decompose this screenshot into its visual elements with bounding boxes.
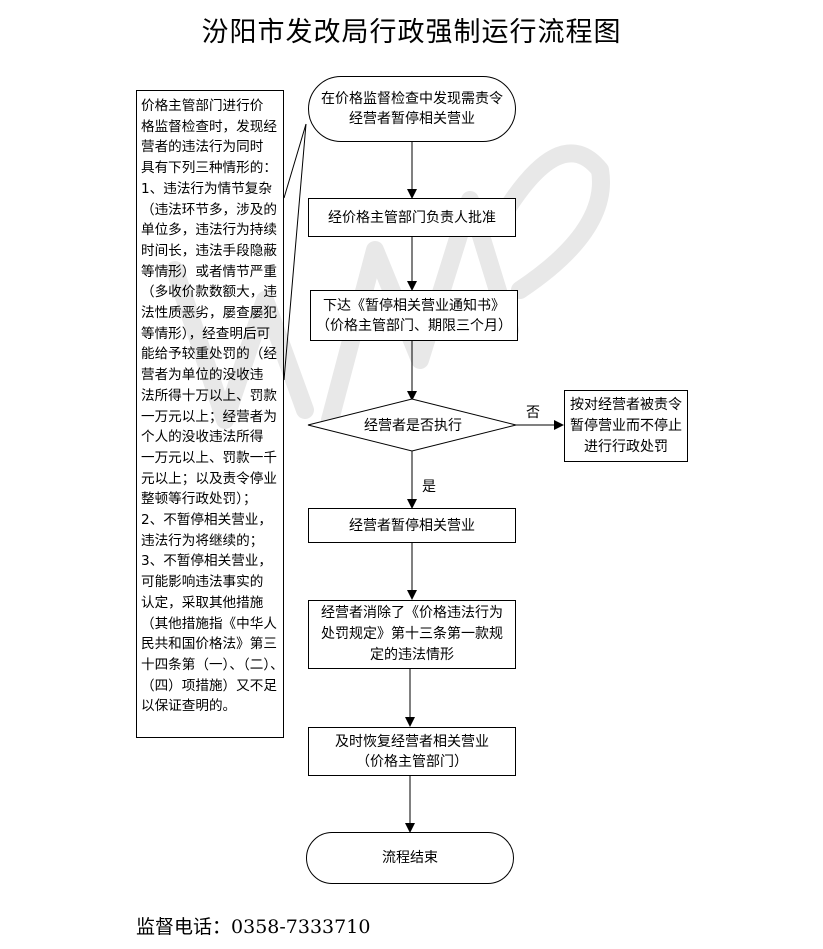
- conditions-note: 价格主管部门进行价格监督检查时，发现经营者的违法行为同时具有下列三种情形的： 1、…: [136, 90, 284, 738]
- note-line: 一万元以上；经营者为: [141, 408, 277, 425]
- page-title: 汾阳市发改局行政强制运行流程图: [201, 17, 622, 48]
- note-line: （多收价款数额大，违: [141, 284, 277, 301]
- note-line: 整顿等行政处罚）；: [141, 491, 257, 508]
- note-line: 违法行为将继续的；: [141, 532, 264, 549]
- note-line: 具有下列三种情形的：: [141, 160, 277, 177]
- note-line: 单位多，违法行为持续: [141, 222, 277, 239]
- note-line: （其他措施指《中华人: [141, 615, 277, 632]
- note-line: 等情形），经查明后可: [141, 325, 271, 342]
- note-line: 元以上；以及责令停业: [141, 470, 277, 487]
- note-line: 一万元以上、罚款一千: [141, 449, 277, 466]
- phone-label: 监督电话：: [136, 916, 232, 938]
- note-line: 十四条第（一）、（二）、: [141, 656, 284, 673]
- note-line: 可能影响违法事实的: [141, 574, 264, 591]
- decision-diamond: [307, 398, 517, 452]
- note-line: 个人的没收违法所得: [141, 429, 264, 446]
- supervision-phone: 监督电话：0358-7333710: [136, 912, 370, 939]
- note-line: （违法环节多，涉及的: [141, 201, 277, 218]
- note-line: 法性质恶劣，屡查屡犯: [141, 305, 277, 322]
- note-line: 民共和国价格法》第三: [141, 636, 277, 653]
- note-line: 营者为单位的没收违: [141, 367, 264, 384]
- note-line: 能给予较重处罚的（经: [141, 346, 277, 363]
- node-eliminate: 经营者消除了《价格违法行为 处罚规定》第十三条第一款规 定的违法情形: [308, 600, 516, 669]
- note-line: 以保证查明的。: [141, 698, 237, 715]
- note-line: 1、违法行为情节复杂: [141, 180, 272, 197]
- callout-line-upper: [283, 123, 307, 199]
- phone-number: 0358-7333710: [231, 916, 371, 938]
- note-line: 营者的违法行为同时: [141, 139, 264, 156]
- callout-connector: [283, 123, 307, 381]
- node-resume: 及时恢复经营者相关营业 （价格主管部门）: [308, 727, 516, 776]
- note-line: 格监督检查时，发现经: [141, 118, 277, 135]
- note-line: 时间长，违法手段隐蔽: [141, 242, 277, 259]
- edge-label-no: 否: [526, 405, 540, 421]
- note-line: 2、不暂停相关营业，: [141, 512, 272, 529]
- node-penalty: 按对经营者被责令 暂停营业而不停止 进行行政处罚: [564, 390, 688, 462]
- note-line: 法所得十万以上、罚款: [141, 387, 277, 404]
- node-end: 流程结束: [306, 832, 514, 884]
- note-line: 3、不暂停相关营业，: [141, 553, 272, 570]
- node-approve: 经价格主管部门负责人批准: [308, 198, 516, 237]
- note-line: （四）项措施）又不足: [141, 677, 277, 694]
- callout-line-lower: [283, 123, 307, 381]
- node-notice: 下达《暂停相关营业通知书》 （价格主管部门、期限三个月）: [310, 290, 518, 341]
- node-decision-label: 经营者是否执行: [364, 418, 462, 434]
- note-line: 等情形）或者情节严重: [141, 263, 277, 280]
- note-line: 价格主管部门进行价: [141, 98, 264, 114]
- node-start: 在价格监督检查中发现需责令 经营者暂停相关营业: [308, 76, 516, 142]
- note-line: 认定，采取其他措施: [141, 594, 264, 611]
- node-suspend: 经营者暂停相关营业: [308, 508, 516, 543]
- edge-label-yes: 是: [422, 479, 436, 495]
